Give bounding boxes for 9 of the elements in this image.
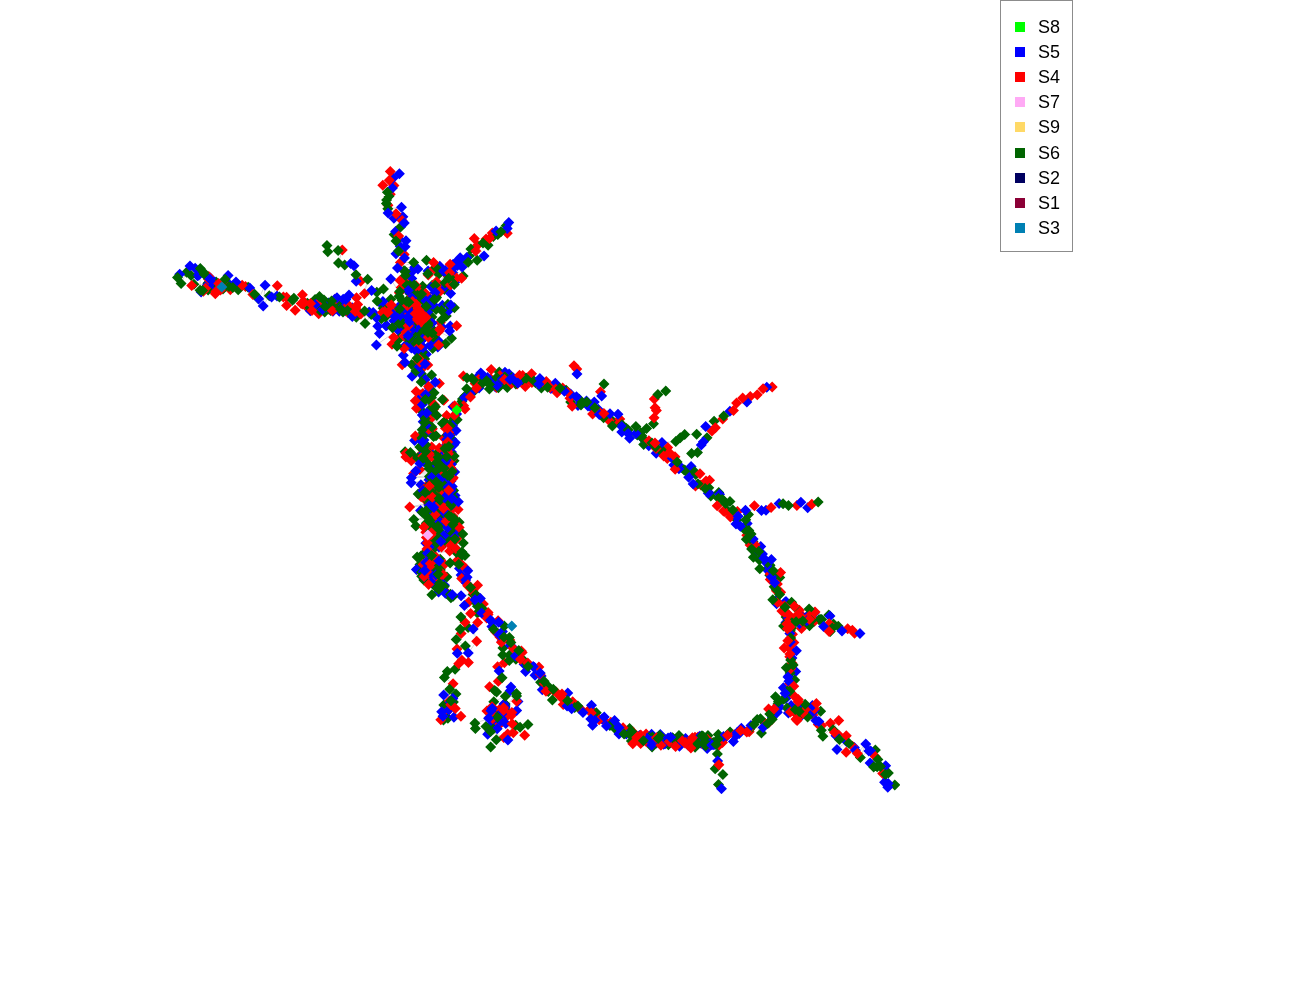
legend-label: S1 xyxy=(1038,192,1061,213)
legend-label: S2 xyxy=(1038,167,1061,188)
legend-label: S8 xyxy=(1038,16,1061,37)
legend-label: S3 xyxy=(1038,218,1061,239)
legend-label: S4 xyxy=(1038,66,1061,87)
legend-label: S5 xyxy=(1038,41,1061,62)
legend-label: S9 xyxy=(1038,117,1061,138)
legend-label: S7 xyxy=(1038,92,1061,113)
legend-label: S6 xyxy=(1038,142,1061,163)
